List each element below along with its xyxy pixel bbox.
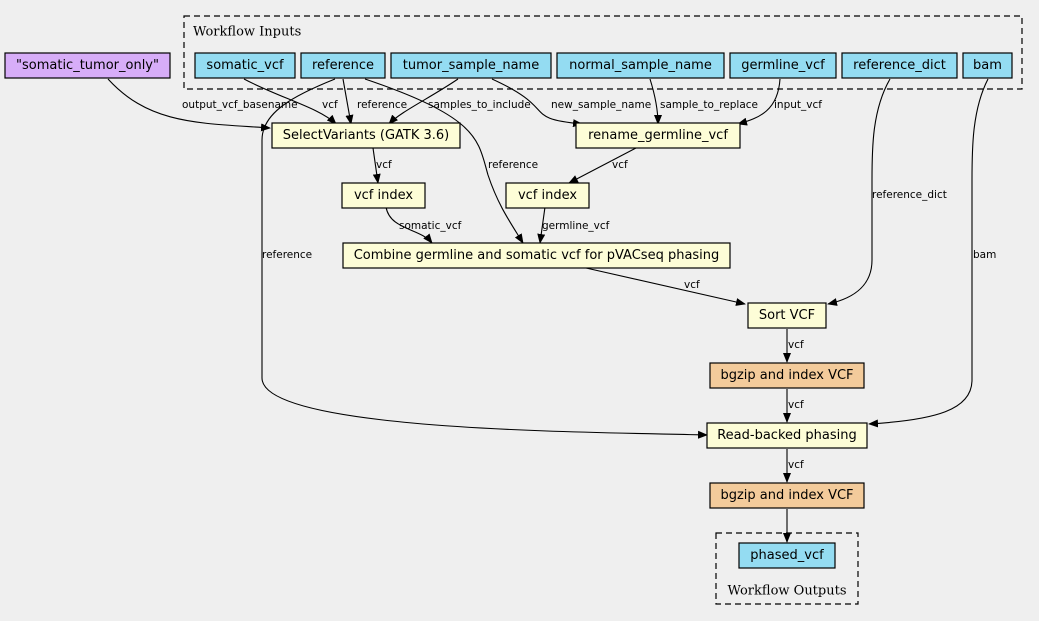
- input-node-reference-dict[interactable]: reference_dict: [841, 52, 958, 79]
- edge-reference-dict-to-sort: [827, 78, 891, 306]
- edge-reference-to-combine: [364, 78, 524, 244]
- input-node-reference[interactable]: reference: [300, 52, 386, 79]
- step-node-label: vcf index: [354, 188, 413, 203]
- step-node-bgzip-index-1[interactable]: bgzip and index VCF: [709, 362, 865, 389]
- step-node-rename-germline-vcf[interactable]: rename_germline_vcf: [575, 122, 741, 149]
- edge-label-bam: bam: [973, 249, 996, 261]
- step-node-select-variants[interactable]: SelectVariants (GATK 3.6): [271, 122, 461, 149]
- step-node-label: bgzip and index VCF: [720, 488, 853, 503]
- edge-select-variants-to-vcf-index-1: [372, 147, 381, 184]
- edge-label-new-sample-name: new_sample_name: [551, 99, 651, 111]
- edge-literal-to-select-variants: [107, 78, 271, 132]
- edge-label-vcf: vcf: [788, 459, 804, 471]
- workflow-outputs-label: Workflow Outputs: [728, 584, 847, 599]
- edge-tumor-sample-to-select-variants: [388, 78, 459, 125]
- edge-label-output-vcf-basename: output_vcf_basename: [182, 99, 298, 111]
- edge-normal-sample-to-rename: [649, 78, 662, 125]
- step-node-bgzip-index-2[interactable]: bgzip and index VCF: [709, 482, 865, 509]
- edge-somatic-vcf-to-select-variants: [243, 78, 337, 125]
- literal-node-somatic-tumor-only[interactable]: "somatic_tumor_only": [4, 52, 171, 79]
- edge-label-input-vcf: input_vcf: [774, 99, 822, 111]
- step-node-label: bgzip and index VCF: [720, 368, 853, 383]
- edge-labels: output_vcf_basename vcf reference sample…: [182, 99, 996, 471]
- edge-label-reference: reference: [357, 99, 407, 111]
- step-node-vcf-index-somatic[interactable]: vcf index: [341, 182, 426, 209]
- workflow-inputs-cluster: Workflow Inputs: [183, 15, 1023, 90]
- edge-bam-to-read-backed: [868, 78, 989, 428]
- edge-vcf-index-2-to-combine: [537, 206, 546, 244]
- edge-germline-vcf-to-rename: [737, 78, 781, 126]
- step-node-label: SelectVariants (GATK 3.6): [283, 128, 450, 143]
- input-node-label: somatic_vcf: [206, 58, 284, 73]
- output-node-label: phased_vcf: [750, 548, 824, 563]
- step-node-label: vcf index: [518, 188, 577, 203]
- edge-combine-to-sort: [585, 267, 746, 306]
- input-node-label: reference_dict: [853, 58, 946, 73]
- edge-label-reference-dict: reference_dict: [872, 189, 947, 201]
- edge-label-vcf: vcf: [788, 339, 804, 351]
- edge-label-reference: reference: [262, 249, 312, 261]
- edge-label-vcf: vcf: [612, 159, 628, 171]
- input-node-label: germline_vcf: [741, 58, 825, 73]
- output-node-phased-vcf[interactable]: phased_vcf: [738, 542, 836, 569]
- edge-label-sample-to-replace: sample_to_replace: [660, 99, 758, 111]
- input-node-label: normal_sample_name: [569, 58, 712, 73]
- edge-rename-to-vcf-index-2: [568, 147, 637, 184]
- step-node-vcf-index-germline[interactable]: vcf index: [505, 182, 590, 209]
- input-node-somatic-vcf[interactable]: somatic_vcf: [194, 52, 296, 79]
- edge-label-vcf: vcf: [788, 399, 804, 411]
- input-node-label: bam: [973, 58, 1002, 73]
- edge-label-vcf: vcf: [322, 99, 338, 111]
- input-node-label: tumor_sample_name: [403, 58, 539, 73]
- step-node-combine-vcf[interactable]: Combine germline and somatic vcf for pVA…: [342, 242, 731, 269]
- workflow-inputs-label: Workflow Inputs: [193, 25, 301, 40]
- input-node-label: reference: [312, 58, 374, 73]
- edge-tumor-sample-to-rename: [491, 78, 583, 128]
- step-node-read-backed-phasing[interactable]: Read-backed phasing: [706, 422, 868, 449]
- input-node-germline-vcf[interactable]: germline_vcf: [729, 52, 837, 79]
- edge-label-somatic-vcf: somatic_vcf: [399, 220, 462, 232]
- step-node-label: rename_germline_vcf: [588, 128, 728, 143]
- step-node-label: Read-backed phasing: [717, 428, 857, 443]
- edge-reference-to-select-variants: [342, 78, 354, 125]
- input-node-normal-sample-name[interactable]: normal_sample_name: [556, 52, 725, 79]
- step-node-label: Combine germline and somatic vcf for pVA…: [354, 248, 720, 263]
- edge-label-germline-vcf: germline_vcf: [542, 220, 610, 232]
- edge-label-samples-to-include: samples_to_include: [428, 99, 531, 111]
- step-node-sort-vcf[interactable]: Sort VCF: [747, 302, 827, 329]
- edge-label-vcf: vcf: [684, 279, 700, 291]
- input-node-bam[interactable]: bam: [962, 52, 1013, 79]
- step-node-label: Sort VCF: [759, 308, 815, 323]
- edge-label-vcf: vcf: [376, 159, 392, 171]
- edge-reference-to-read-backed: [261, 78, 708, 439]
- nodes: "somatic_tumor_only" somatic_vcf referen…: [4, 52, 1013, 569]
- edge-vcf-index-1-to-combine: [385, 206, 433, 244]
- edge-label-reference: reference: [488, 159, 538, 171]
- input-node-tumor-sample-name[interactable]: tumor_sample_name: [390, 52, 552, 79]
- edges: [107, 78, 989, 543]
- literal-node-label: "somatic_tumor_only": [16, 58, 159, 73]
